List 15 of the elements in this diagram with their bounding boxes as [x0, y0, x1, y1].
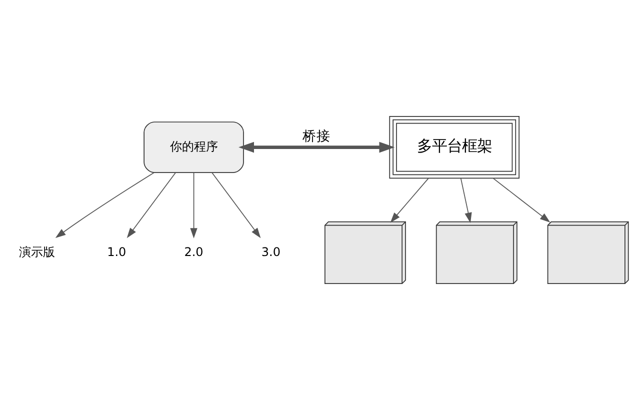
- arrow: [390, 178, 429, 223]
- arrow: [190, 172, 198, 238]
- node-box: 多平台框架: [389, 116, 520, 179]
- node-text: 1.0: [107, 244, 126, 259]
- edge-label: 桥接: [302, 128, 331, 144]
- node-text: 2.0: [184, 244, 204, 259]
- node-box: 你的程序: [144, 122, 244, 173]
- arrow: [126, 172, 176, 238]
- arrow: [492, 178, 550, 223]
- arrow: [238, 142, 395, 153]
- node-text: 演示版: [18, 244, 55, 259]
- arrow: [212, 172, 261, 238]
- arrow: [55, 172, 154, 238]
- node-text: 3.0: [261, 244, 280, 259]
- arrow: [460, 178, 472, 223]
